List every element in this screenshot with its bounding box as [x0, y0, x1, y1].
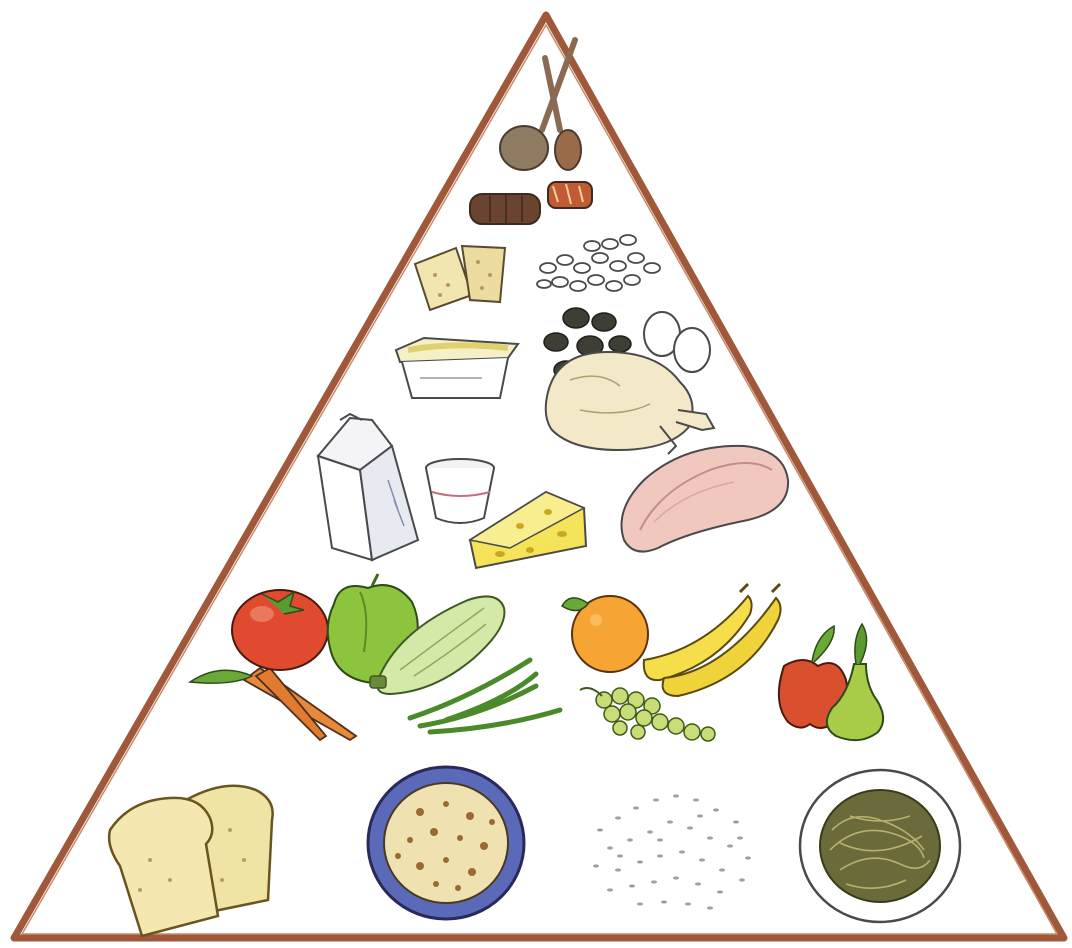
beans-icon: [537, 235, 660, 291]
rice-icon: [593, 794, 751, 909]
tier-milk-dairy: [318, 414, 788, 568]
margarine-tub-icon: [396, 338, 518, 398]
tier-grains: [109, 767, 960, 936]
bread-slices-icon: [109, 786, 273, 936]
chocolate-bar-icon: [470, 194, 540, 224]
tier-vegetables-fruits: [190, 574, 883, 741]
spoons-icon: [500, 40, 581, 170]
pasta-plate-icon: [800, 770, 960, 922]
yogurt-cup-icon: [426, 459, 494, 523]
grapes-icon: [580, 688, 715, 741]
cereal-bowl-icon: [368, 767, 524, 919]
crackers-icon: [415, 246, 505, 310]
tomato-icon: [232, 590, 328, 670]
milk-carton-icon: [318, 414, 418, 560]
candy-icon: [548, 182, 592, 208]
carrots-icon: [190, 668, 356, 740]
ham-icon: [622, 446, 789, 552]
bananas-icon: [644, 584, 781, 696]
tier-meat-beans-eggs-nuts: [396, 235, 714, 454]
orange-icon: [562, 596, 648, 672]
